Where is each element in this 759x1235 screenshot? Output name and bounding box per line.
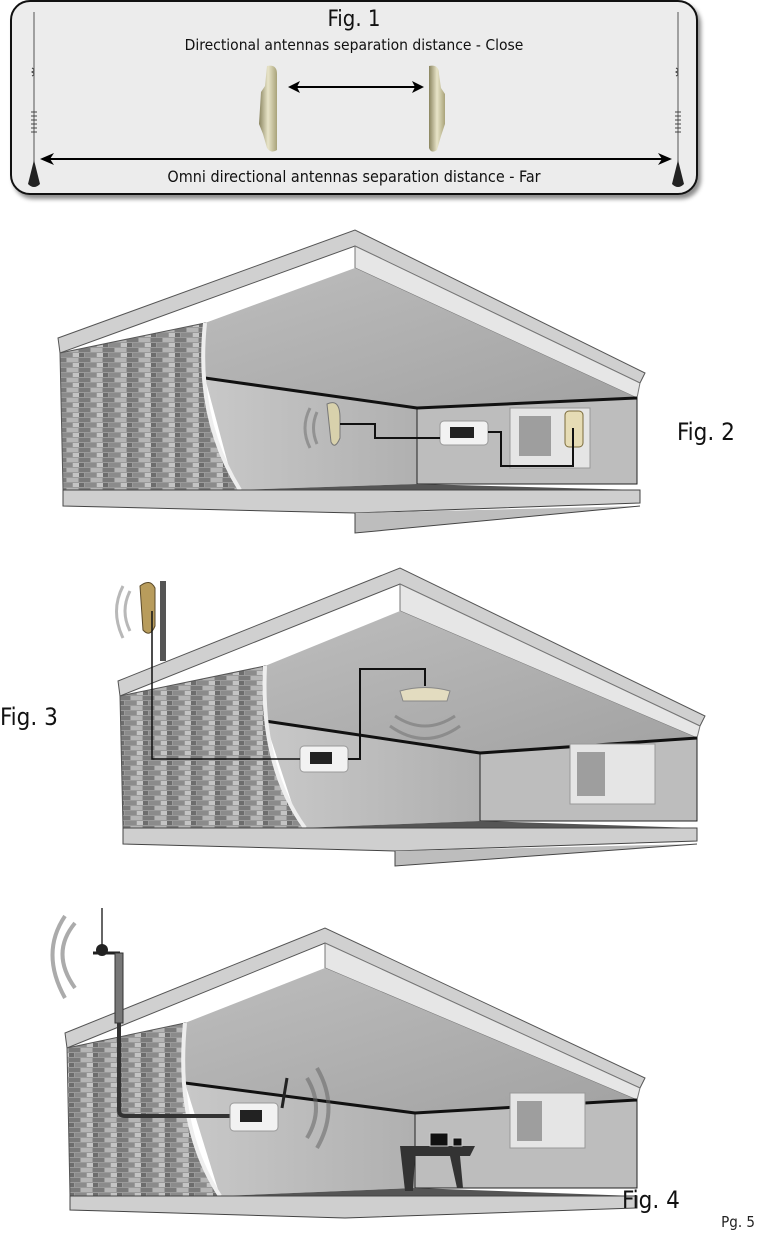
fig3-house-illustration: [115, 567, 706, 867]
fig2-label: Fig. 2: [677, 418, 735, 446]
omni-caption: Omni directional antennas separation dis…: [167, 167, 541, 186]
page-number: Pg. 5: [721, 1213, 755, 1231]
omni-antenna-icon: [672, 12, 684, 187]
panel-antenna-icon: [429, 65, 445, 152]
fig3-label: Fig. 3: [0, 703, 58, 731]
omni-antenna-icon: [28, 12, 40, 187]
fig1-title: Fig. 1: [327, 7, 381, 32]
directional-distance-arrow: [288, 81, 424, 93]
omni-distance-arrow: [40, 153, 672, 165]
fig2-house-illustration: [57, 229, 646, 534]
panel-antenna-icon: [259, 65, 277, 152]
fig4-house-illustration: [50, 908, 646, 1219]
directional-caption: Directional antennas separation distance…: [184, 36, 524, 54]
fig4-label: Fig. 4: [622, 1186, 680, 1214]
fig1-frame: Fig. 1 Directional antennas separation d…: [10, 0, 698, 195]
